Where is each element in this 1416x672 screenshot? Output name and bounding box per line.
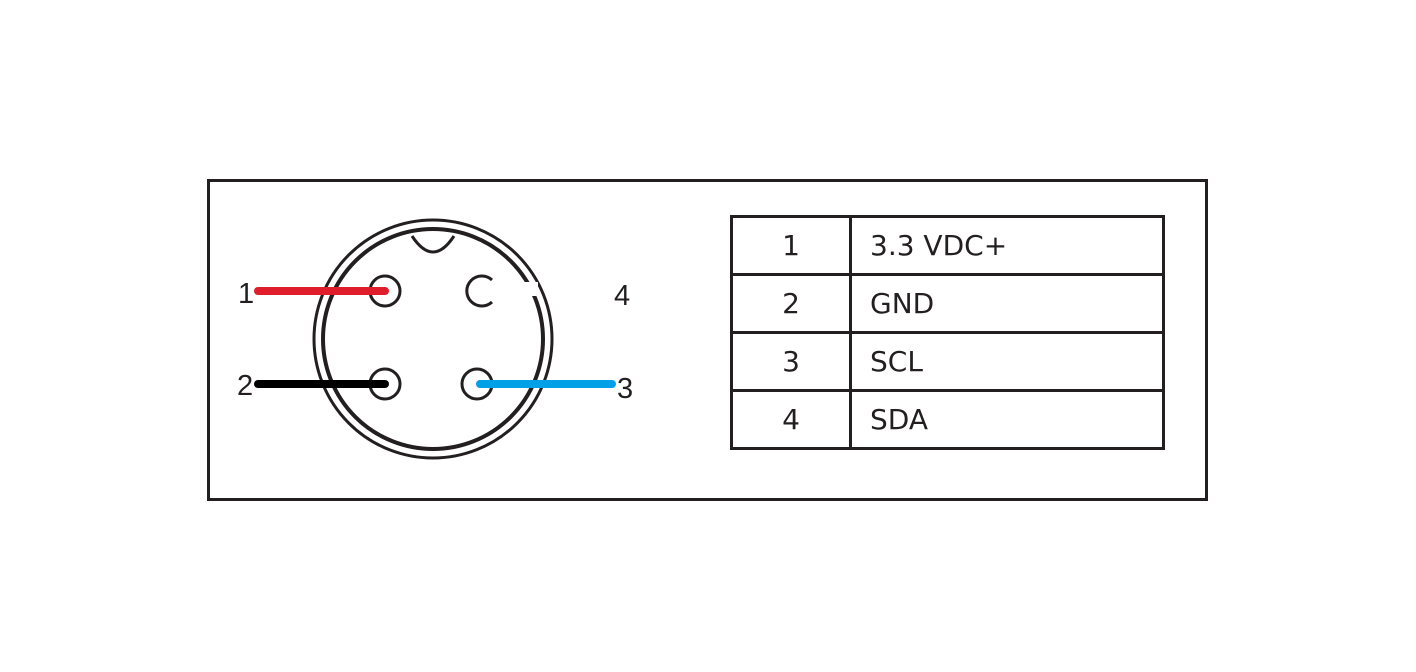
signal-cell: GND	[849, 273, 1165, 334]
table-row: 2 GND	[730, 273, 1165, 334]
signal-cell: 3.3 VDC+	[849, 215, 1165, 276]
connector-key-notch	[410, 235, 456, 254]
table-row: 4 SDA	[730, 389, 1165, 450]
signal-cell: SCL	[849, 331, 1165, 392]
diagram-frame	[207, 179, 1208, 501]
pin-number-cell: 1	[730, 215, 852, 276]
pin-2-label: 2	[237, 370, 254, 402]
pin-4-socket	[465, 274, 494, 308]
table-row: 3 SCL	[730, 331, 1165, 392]
pin-1-label: 1	[238, 278, 255, 310]
pin-number-cell: 2	[730, 273, 852, 334]
pin-3-label: 3	[617, 373, 634, 405]
connector-ring-gap	[520, 282, 538, 296]
pin-number-cell: 4	[730, 389, 852, 450]
table-row: 1 3.3 VDC+	[730, 215, 1165, 276]
connector-inner-ring	[321, 227, 545, 451]
connector-outer-ring	[312, 218, 554, 460]
pin-4-label: 4	[614, 280, 631, 312]
signal-cell: SDA	[849, 389, 1165, 450]
pinout-table: 1 3.3 VDC+ 2 GND 3 SCL 4 SDA	[730, 215, 1165, 450]
pin-number-cell: 3	[730, 331, 852, 392]
